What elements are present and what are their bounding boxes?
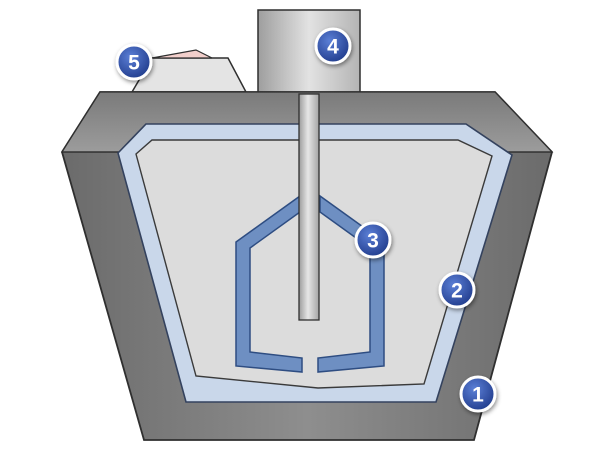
callout-badge-5: 5 [115,43,153,81]
callout-badges: 1 2 3 4 5 [115,27,497,413]
callout-label-5: 5 [128,52,140,75]
callout-label-2: 2 [451,280,463,303]
agitator-shaft [298,93,320,321]
callout-badge-2: 2 [438,271,476,309]
callout-label-3: 3 [367,230,379,253]
callout-label-1: 1 [472,384,484,407]
callout-label-4: 4 [327,36,339,59]
callout-badge-4: 4 [314,27,352,65]
callout-badge-3: 3 [354,221,392,259]
callout-badge-1: 1 [459,375,497,413]
